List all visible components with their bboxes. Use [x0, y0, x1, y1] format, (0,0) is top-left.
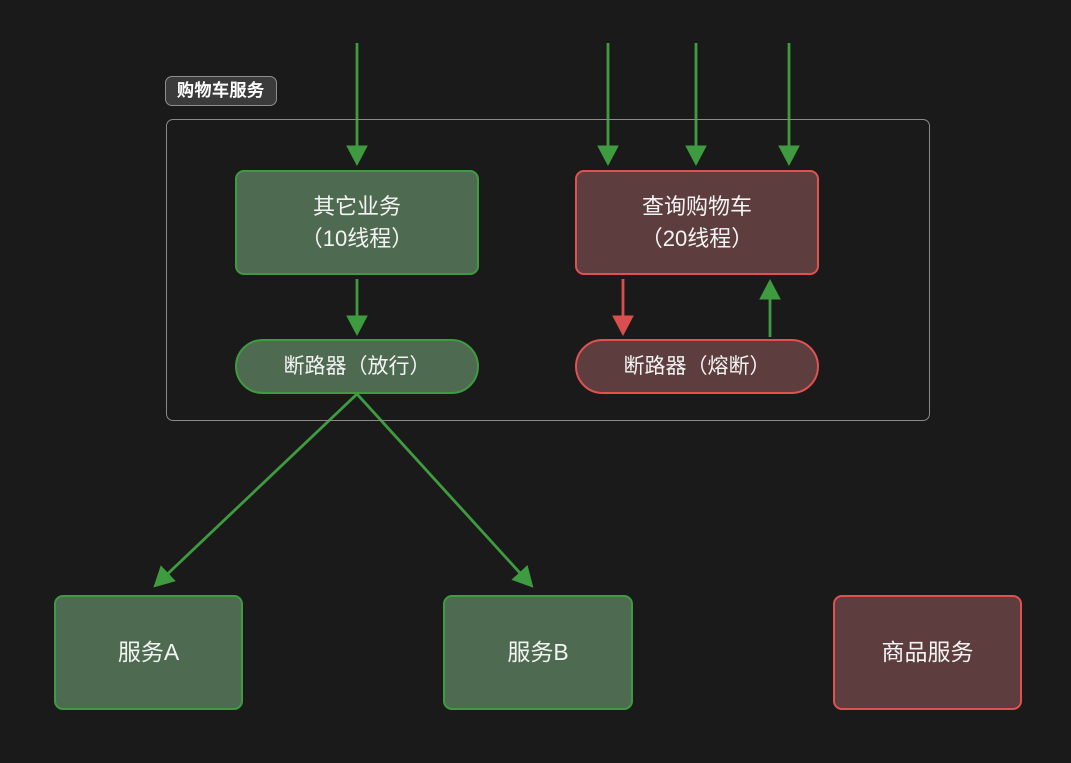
node-other-business-subtitle: （10线程）: [300, 225, 414, 251]
node-product-service[interactable]: 商品服务: [833, 595, 1022, 710]
node-circuit-breaker-pass[interactable]: 断路器（放行）: [235, 339, 479, 394]
node-query-cart-subtitle: （20线程）: [640, 225, 754, 251]
arrow-breaker-pass-to-service-a: [153, 392, 358, 588]
node-product-service-label: 商品服务: [881, 639, 974, 666]
group-container-cart-service: [166, 119, 930, 421]
node-service-b-label: 服务B: [507, 639, 569, 666]
node-circuit-breaker-open-label: 断路器（熔断）: [623, 354, 771, 378]
node-service-b[interactable]: 服务B: [443, 595, 633, 710]
node-service-a-label: 服务A: [117, 639, 180, 666]
node-query-cart-title: 查询购物车: [641, 194, 752, 220]
group-label-cart-service: 购物车服务: [165, 76, 277, 106]
node-query-cart[interactable]: 查询购物车 （20线程）: [575, 170, 819, 275]
node-circuit-breaker-pass-label: 断路器（放行）: [283, 354, 431, 378]
node-other-business-title: 其它业务: [312, 194, 401, 220]
arrow-breaker-pass-to-service-b: [355, 393, 534, 588]
node-circuit-breaker-open[interactable]: 断路器（熔断）: [575, 339, 819, 394]
node-other-business[interactable]: 其它业务 （10线程）: [235, 170, 479, 275]
node-service-a[interactable]: 服务A: [54, 595, 243, 710]
